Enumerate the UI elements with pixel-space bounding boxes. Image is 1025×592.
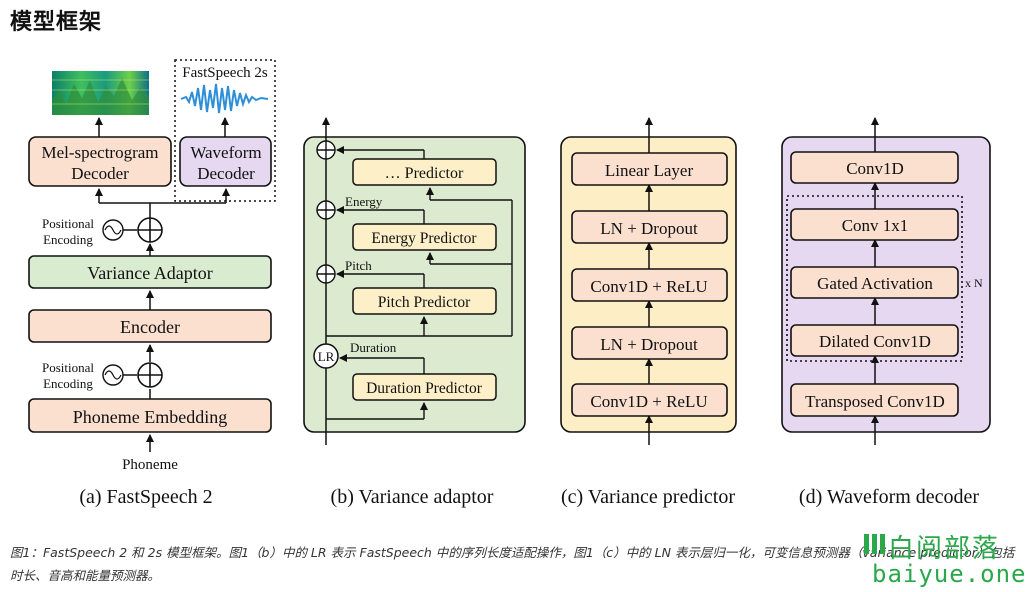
- energy-tag: Energy: [345, 194, 383, 209]
- panel-d: x N Transposed Conv1D Dilated Conv1D Gat…: [781, 117, 991, 508]
- duration-predictor: [352, 373, 497, 401]
- pitch-predictor-label: Pitch Predictor: [378, 294, 471, 311]
- mel-spectrogram-decoder: [28, 136, 172, 187]
- wd-layer-1-label: Conv1D: [846, 159, 904, 178]
- phoneme-input-label: Phoneme: [122, 457, 178, 473]
- positional-encoding-bottom-line2: Encoding: [43, 376, 93, 391]
- pitch-tag: Pitch: [345, 258, 372, 273]
- vp-layer-1-label: Linear Layer: [605, 161, 694, 180]
- variance-adaptor-block: [28, 255, 272, 289]
- wd-layer-3-label: Gated Activation: [817, 274, 933, 293]
- page-title: 模型框架: [10, 10, 103, 35]
- energy-predictor-label: Energy Predictor: [371, 230, 477, 247]
- positional-encoding-bottom-line1: Positional: [42, 360, 94, 375]
- panel-c-caption: (c) Variance predictor: [561, 486, 735, 508]
- energy-predictor: [352, 223, 497, 251]
- vp-layer-3-label: Conv1D + ReLU: [590, 277, 707, 296]
- wd-layer-5-label: Transposed Conv1D: [805, 392, 945, 411]
- wd-layer-2-label: Conv 1x1: [842, 216, 909, 235]
- fastspeech-2s-label: FastSpeech 2s: [182, 65, 268, 81]
- panel-a-caption: (a) FastSpeech 2: [79, 486, 212, 508]
- repeat-label: x N: [965, 276, 983, 290]
- watermark-cn: 白阅部落: [888, 534, 1001, 564]
- panel-c: Conv1D + ReLU LN + Dropout Conv1D + ReLU…: [560, 117, 737, 508]
- panel-a: FastSpeech 2s Mel-spectrogram Decoder Wa…: [28, 59, 276, 508]
- duration-predictor-label: Duration Predictor: [366, 380, 483, 397]
- figure-caption: 图1：FastSpeech 2 和 2s 模型框架。图1（b）中的 LR 表示 …: [10, 545, 1015, 583]
- length-regulator-node: [313, 343, 339, 369]
- mel-spectrogram-image: [52, 71, 149, 115]
- watermark: 白阅部落 baiyue.one: [864, 528, 1025, 588]
- fastspeech-2s-region: [174, 59, 276, 202]
- encoder-block: [28, 309, 272, 343]
- panel-d-caption: (d) Waveform decoder: [799, 486, 979, 508]
- vp-layer-2-label: LN + Dropout: [600, 219, 698, 238]
- generic-predictor-label: … Predictor: [385, 165, 464, 182]
- encoder-label: Encoder: [120, 317, 180, 337]
- watermark-en: baiyue.one: [872, 560, 1025, 588]
- watermark-logo-icon: [864, 534, 885, 554]
- pitch-predictor: [352, 287, 497, 315]
- waveform-decoder-line1: Waveform: [190, 143, 261, 162]
- vp-layer-4-label: LN + Dropout: [600, 335, 698, 354]
- phoneme-embedding-block: [28, 398, 272, 433]
- fastspeech-diagram: FastSpeech 2s Mel-spectrogram Decoder Wa…: [28, 59, 991, 508]
- phoneme-embedding-label: Phoneme Embedding: [73, 407, 227, 427]
- waveform-image: [180, 83, 269, 114]
- panel-b: … Predictor Energy Energy Predictor Pitc…: [303, 117, 526, 508]
- mel-decoder-line1: Mel-spectrogram: [41, 143, 158, 162]
- lr-label: LR: [318, 349, 335, 364]
- duration-tag: Duration: [350, 340, 397, 355]
- waveform-decoder: [179, 136, 272, 187]
- variance-adaptor-label: Variance Adaptor: [87, 263, 212, 283]
- mel-decoder-line2: Decoder: [71, 164, 129, 183]
- positional-encoding-top-line2: Encoding: [43, 232, 93, 247]
- positional-encoding-top-line1: Positional: [42, 216, 94, 231]
- waveform-decoder-line2: Decoder: [197, 164, 255, 183]
- vp-layer-5-label: Conv1D + ReLU: [590, 392, 707, 411]
- panel-b-caption: (b) Variance adaptor: [331, 486, 494, 508]
- wd-layer-4-label: Dilated Conv1D: [819, 332, 931, 351]
